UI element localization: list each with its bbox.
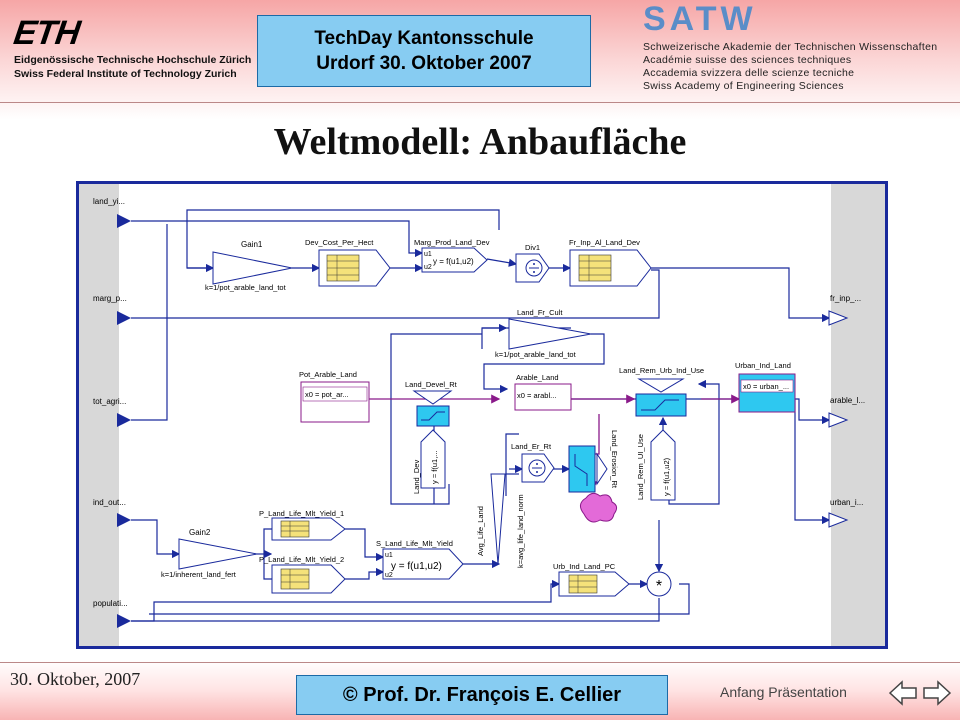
input-label-tot-agri: tot_agri... bbox=[93, 397, 126, 406]
output-port-fr-inp bbox=[828, 310, 849, 326]
land-rem-ui-block bbox=[650, 429, 676, 501]
s-life-u1: u1 bbox=[385, 552, 393, 559]
output-panel bbox=[831, 184, 885, 646]
eth-logo: ETH bbox=[11, 14, 82, 52]
input-label-marg-p: marg_p... bbox=[93, 294, 127, 303]
marg-prod-u2: u2 bbox=[424, 264, 432, 271]
event-date: Urdorf 30. Oktober 2007 bbox=[316, 53, 532, 74]
land-dev-fn-label: Land_Dev bbox=[412, 460, 421, 494]
output-port-arable bbox=[828, 412, 849, 428]
eth-name-de: Eidgenössische Technische Hochschule Zür… bbox=[14, 54, 252, 66]
land-erosion-label: Land_Erosion_Rt bbox=[610, 430, 619, 489]
copyright-text: © Prof. Dr. François E. Cellier bbox=[342, 683, 622, 706]
p-life2-label: P_Land_Life_Mlt_Yield_2 bbox=[259, 555, 344, 564]
input-port-population bbox=[117, 614, 131, 628]
footer-divider bbox=[0, 662, 960, 663]
header-divider bbox=[0, 102, 960, 103]
div1-label: Div1 bbox=[525, 243, 540, 252]
eth-name-en: Swiss Federal Institute of Technology Zu… bbox=[14, 68, 237, 80]
input-label-ind-out: ind_out... bbox=[93, 498, 126, 507]
urb-ind-pc-table bbox=[568, 574, 598, 594]
sink-cloud-icon bbox=[580, 492, 618, 523]
land-er-label: Land_Er_Rt bbox=[511, 442, 552, 451]
input-label-population: populati... bbox=[93, 599, 128, 608]
multiply-symbol: * bbox=[656, 578, 662, 595]
p-life1-table bbox=[280, 520, 310, 538]
land-erosion-rate bbox=[568, 445, 596, 493]
avg-life-param: k=avg_life_land_norm bbox=[516, 494, 525, 568]
input-port-tot-agri bbox=[117, 413, 131, 427]
pot-arable-label: Pot_Arable_Land bbox=[299, 370, 357, 379]
output-label-fr-inp: fr_inp_... bbox=[830, 294, 861, 303]
forward-arrow-icon[interactable] bbox=[922, 678, 952, 708]
land-fr-cult-triangle bbox=[508, 318, 592, 350]
dev-cost-label: Dev_Cost_Per_Hect bbox=[305, 238, 374, 247]
nav-start-link[interactable]: Anfang Präsentation bbox=[720, 684, 847, 700]
gain1-triangle bbox=[212, 251, 293, 285]
urban-ind-value: x0 = urban_... bbox=[743, 382, 789, 391]
copyright-box: © Prof. Dr. François E. Cellier bbox=[296, 675, 668, 715]
output-label-arable: arable_l... bbox=[830, 396, 865, 405]
satw-logo: SATW bbox=[643, 0, 757, 38]
footer-date: 30. Oktober, 2007 bbox=[10, 669, 141, 689]
s-life-u2: u2 bbox=[385, 572, 393, 579]
satw-name-it: Accademia svizzera delle scienze tecnich… bbox=[643, 67, 855, 79]
land-erosion-valve bbox=[596, 452, 608, 486]
gain1-param: k=1/pot_arable_land_tot bbox=[205, 283, 287, 292]
land-devel-valve-top bbox=[412, 390, 453, 405]
input-panel bbox=[79, 184, 119, 646]
input-label-land-yield: land_yi... bbox=[93, 197, 125, 206]
fr-inp-label: Fr_Inp_Al_Land_Dev bbox=[569, 238, 640, 247]
model-diagram: land_yi... marg_p... tot_agri... ind_out… bbox=[76, 181, 888, 649]
marg-prod-u1: u1 bbox=[424, 251, 432, 258]
input-port-marg-p bbox=[117, 311, 131, 325]
event-box: TechDay Kantonsschule Urdorf 30. Oktober… bbox=[257, 15, 591, 87]
gain2-param: k=1/inherent_land_fert bbox=[161, 570, 237, 579]
land-rem-urb-valve-top bbox=[637, 378, 685, 393]
multiply-icon bbox=[646, 571, 672, 597]
arable-land-label: Arable_Land bbox=[516, 373, 559, 382]
land-fr-cult-param: k=1/pot_arable_land_tot bbox=[495, 350, 577, 359]
satw-name-fr: Académie suisse des sciences techniques bbox=[643, 54, 852, 66]
urban-ind-label: Urban_Ind_Land bbox=[735, 361, 791, 370]
land-fr-cult-label: Land_Fr_Cult bbox=[517, 308, 563, 317]
land-rem-urb-rate bbox=[635, 393, 687, 417]
output-port-urban bbox=[828, 512, 849, 528]
gain1-label: Gain1 bbox=[241, 240, 263, 249]
land-rem-ui-label: Land_Rem_UI_Use bbox=[636, 434, 645, 500]
avg-life-triangle bbox=[490, 473, 506, 565]
gain2-triangle bbox=[178, 538, 258, 570]
land-dev-fn-expr: y = f(u1,... bbox=[430, 450, 439, 484]
land-rem-urb-label: Land_Rem_Urb_Ind_Use bbox=[619, 366, 704, 375]
input-ports bbox=[117, 214, 131, 628]
slide-title: Weltmodell: Anbaufläche bbox=[273, 121, 687, 163]
marg-prod-label: Marg_Prod_Land_Dev bbox=[414, 238, 490, 247]
satw-name-de: Schweizerische Akademie der Technischen … bbox=[643, 41, 938, 53]
output-label-urban: urban_i... bbox=[830, 498, 863, 507]
input-port-land-yield bbox=[117, 214, 131, 228]
land-dev-fn-block bbox=[420, 429, 446, 489]
p-life1-label: P_Land_Life_Mlt_Yield_1 bbox=[259, 509, 344, 518]
s-life-block bbox=[382, 548, 464, 580]
land-rem-ui-fn: y = f(u1,u2) bbox=[662, 457, 671, 496]
avg-life-label: Avg_Life_Land bbox=[476, 506, 485, 556]
satw-name-en: Swiss Academy of Engineering Sciences bbox=[643, 80, 844, 92]
marg-prod-block bbox=[421, 247, 488, 273]
land-devel-label: Land_Devel_Rt bbox=[405, 380, 458, 389]
input-port-ind-out bbox=[117, 513, 131, 527]
pot-arable-value: x0 = pot_ar... bbox=[305, 390, 349, 399]
back-arrow-icon[interactable] bbox=[888, 678, 918, 708]
arable-land-value: x0 = arabl... bbox=[517, 391, 556, 400]
urb-ind-pc-label: Urb_Ind_Land_PC bbox=[553, 562, 616, 571]
arable-land-stock bbox=[514, 383, 572, 411]
s-life-fn: y = f(u1,u2) bbox=[391, 561, 442, 572]
s-life-label: S_Land_Life_Mlt_Yield bbox=[376, 539, 453, 548]
gain2-label: Gain2 bbox=[189, 528, 211, 537]
diagram-canvas: land_yi... marg_p... tot_agri... ind_out… bbox=[79, 184, 885, 646]
marg-prod-fn: y = f(u1,u2) bbox=[433, 257, 474, 266]
p-life2-table bbox=[280, 568, 310, 590]
event-title: TechDay Kantonsschule bbox=[314, 28, 534, 49]
